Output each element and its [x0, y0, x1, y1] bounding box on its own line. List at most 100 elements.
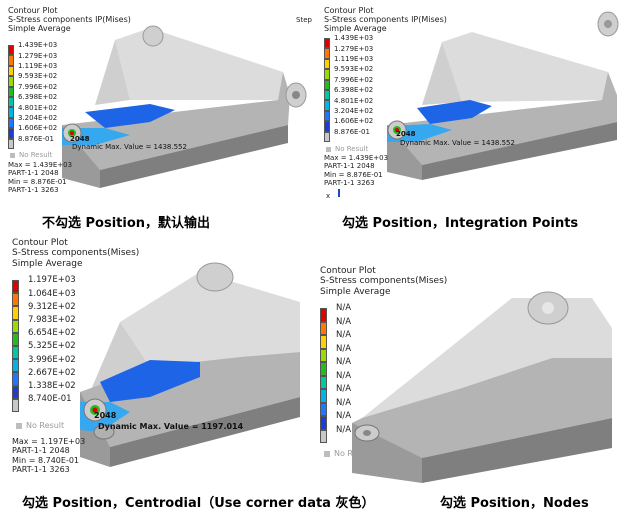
min-value: Min = 8.876E-01 [8, 177, 67, 186]
legend-label: 9.593E+02 [334, 65, 374, 74]
legend-swatch [324, 121, 330, 132]
legend-row: 9.312E+02 [12, 302, 102, 320]
legend-label: 1.606E+02 [334, 117, 374, 126]
min-max-info: Max = 1.439E+03 PART-1-1 2048 Min = 8.87… [8, 161, 72, 194]
legend-row: 1.197E+03 [12, 275, 102, 294]
legend-row: N/A [320, 344, 410, 362]
panel-nodes: Contour Plot S-Stress components(Mises) … [312, 258, 623, 487]
legend-label: 1.064E+03 [28, 288, 76, 299]
legend-row: 1.119E+03 [324, 55, 414, 70]
plot-averaging: Simple Average [324, 24, 387, 34]
legend-swatch [324, 48, 330, 59]
no-result-label: No Result [16, 421, 64, 430]
legend-swatch [324, 131, 330, 142]
no-result-swatch [326, 146, 331, 152]
legend-label: 1.119E+03 [18, 61, 58, 70]
node-label: 2048 [70, 135, 90, 143]
legend-label: N/A [336, 303, 352, 314]
legend-swatch [324, 90, 330, 101]
max-value: Max = 1.439E+03 [324, 154, 389, 162]
legend-row: 3.204E+02 [324, 107, 414, 122]
plot-variable: S-Stress components IP(Mises) [324, 15, 447, 25]
legend-label: 1.338E+02 [28, 380, 76, 391]
legend-swatch [320, 429, 327, 443]
legend-swatch [8, 107, 14, 118]
legend-swatch [8, 45, 14, 56]
legend-label: N/A [336, 330, 352, 341]
legend-row: 9.593E+02 [324, 65, 414, 80]
legend-row: 1.606E+02 [324, 117, 414, 132]
legend-swatch [12, 332, 19, 346]
legend-swatch [12, 385, 19, 399]
legend-swatch [12, 372, 19, 386]
max-value: Max = 1.197E+03 [12, 437, 86, 446]
max-location: PART-1-1 2048 [8, 169, 59, 178]
legend-row: 7.996E+02 [8, 83, 98, 97]
no-result-swatch [324, 450, 330, 457]
legend-label: N/A [336, 411, 352, 422]
max-location: PART-1-1 2048 [324, 162, 375, 171]
caption-nodes: 勾选 Position，Nodes [440, 496, 589, 511]
min-value: Min = 8.740E-01 [12, 455, 80, 465]
legend-label: N/A [336, 424, 352, 435]
legend-swatch [324, 58, 330, 70]
legend-swatch [324, 79, 330, 90]
legend-row: 1.439E+03 [8, 41, 98, 56]
legend-swatch [324, 38, 330, 49]
legend-label: 8.876E-01 [334, 127, 370, 136]
caption-integration-points: 勾选 Position，Integration Points [342, 216, 579, 231]
legend-swatch [320, 402, 327, 416]
legend-row: N/A [320, 303, 410, 322]
legend-row: 1.119E+03 [8, 62, 98, 77]
legend-label: 9.593E+02 [18, 72, 58, 81]
legend-label: 4.801E+02 [334, 96, 374, 105]
legend-swatch [320, 416, 327, 430]
max-location: PART-1-1 2048 [12, 446, 70, 456]
legend-row: 2.667E+02 [12, 368, 102, 386]
legend-label: 9.312E+02 [28, 301, 76, 312]
legend-label: 8.876E-01 [18, 134, 54, 143]
legend-label: N/A [336, 397, 352, 408]
legend-label: 1.279E+03 [18, 51, 58, 60]
legend-swatch [320, 375, 327, 389]
legend-label: 1.197E+03 [28, 275, 76, 286]
legend-label: 1.119E+03 [334, 54, 374, 63]
legend-row: 1.279E+03 [324, 44, 414, 59]
legend-swatch [320, 321, 327, 335]
legend-row: N/A [320, 371, 410, 389]
legend-swatch [320, 308, 327, 322]
legend-swatch [8, 76, 14, 87]
legend-row: N/A [320, 411, 410, 430]
caption-centroidal: 勾选 Position，Centrodial（Use corner data 灰… [22, 496, 375, 511]
legend-row: 7.996E+02 [324, 76, 414, 90]
no-result-label: No Result [326, 145, 368, 153]
legend-row: 8.740E-01 [12, 394, 102, 412]
legend-swatch [8, 97, 14, 108]
plot-variable: S-Stress components IP(Mises) [8, 15, 131, 25]
min-max-info: Max = 1.439E+03 PART-1-1 2048 Min = 8.87… [324, 154, 388, 187]
legend-swatch [320, 389, 327, 403]
legend-row: N/A [320, 330, 410, 349]
max-value: Max = 1.439E+03 [8, 161, 73, 169]
legend-row: 8.876E-01 [8, 135, 98, 149]
legend-row: N/A [320, 398, 410, 416]
legend-label: 1.439E+03 [334, 34, 374, 43]
legend-label: N/A [336, 370, 352, 381]
no-result-label: No Result [324, 449, 372, 458]
legend-row: 3.996E+02 [12, 355, 102, 373]
no-result-swatch [16, 422, 22, 429]
legend-label: 1.279E+03 [334, 44, 374, 53]
model-viewport [62, 25, 307, 188]
plot-variable: S-Stress components(Mises) [320, 276, 448, 287]
plot-title: Contour Plot [324, 6, 374, 15]
min-max-info: Max = 1.197E+03 PART-1-1 2048 Min = 8.74… [12, 437, 85, 475]
legend-label: 8.740E-01 [28, 394, 72, 405]
legend-row: 6.398E+02 [324, 86, 414, 101]
model-viewport [80, 262, 300, 467]
legend-row: 6.398E+02 [8, 93, 98, 108]
no-result-label: No Result [10, 151, 52, 159]
legend-row: 4.801E+02 [324, 96, 414, 111]
